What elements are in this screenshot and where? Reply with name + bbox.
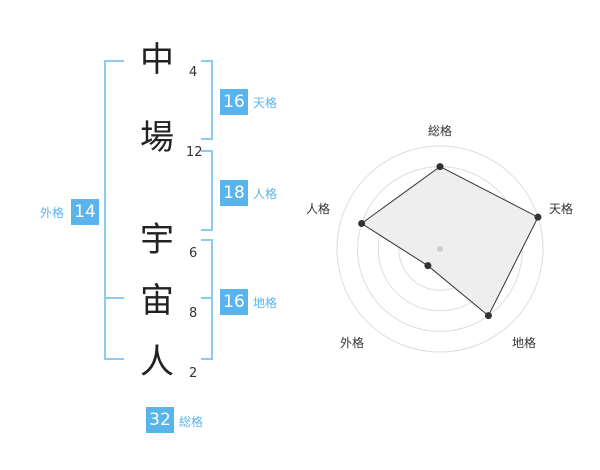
jinkaku-value-badge: 18 <box>220 180 248 206</box>
name-char-2: 場 <box>140 118 174 158</box>
soukaku-value-badge: 32 <box>146 407 174 433</box>
radar-ring <box>336 145 544 353</box>
radar-point <box>424 262 432 270</box>
gaikaku-bracket <box>104 60 124 360</box>
gaikaku-bracket-split <box>104 297 124 299</box>
soukaku-label: 総格 <box>179 415 204 429</box>
name-char-4: 宙 <box>140 281 174 321</box>
gaikaku-value-badge: 14 <box>71 199 99 225</box>
stroke-count-4: 8 <box>189 306 198 321</box>
name-char-5: 人 <box>140 342 174 382</box>
jinkaku-bracket <box>201 150 213 231</box>
chikaku-bracket-split <box>201 297 213 299</box>
chikaku-value-badge: 16 <box>220 289 248 315</box>
radar-center <box>437 246 443 252</box>
stroke-count-1: 4 <box>189 65 198 80</box>
radar-area <box>360 166 539 317</box>
stroke-count-3: 6 <box>189 246 198 261</box>
tenkaku-label: 天格 <box>253 96 278 110</box>
radar-point <box>358 220 366 228</box>
radar-axis-label-gaikaku: 外格 <box>339 336 364 350</box>
radar-axis-label-soukaku: 総格 <box>427 124 452 138</box>
radar-point <box>436 163 444 171</box>
tenkaku-value-badge: 16 <box>220 89 248 115</box>
radar-axis-label-jinkaku: 人格 <box>305 202 330 216</box>
gaikaku-label: 外格 <box>40 206 65 220</box>
chikaku-bracket <box>201 239 213 360</box>
radar-axis-label-tenkaku: 天格 <box>548 202 573 216</box>
radar-point <box>484 312 492 320</box>
name-char-3: 宇 <box>140 220 174 260</box>
jinkaku-label: 人格 <box>253 187 278 201</box>
stroke-count-2: 12 <box>186 145 203 160</box>
chikaku-label: 地格 <box>253 296 278 310</box>
stroke-count-5: 2 <box>189 366 198 381</box>
radar-axis-label-chikaku: 地格 <box>511 336 536 350</box>
radar-point <box>534 213 542 221</box>
name-char-1: 中 <box>140 40 174 80</box>
tenkaku-bracket <box>201 60 213 140</box>
